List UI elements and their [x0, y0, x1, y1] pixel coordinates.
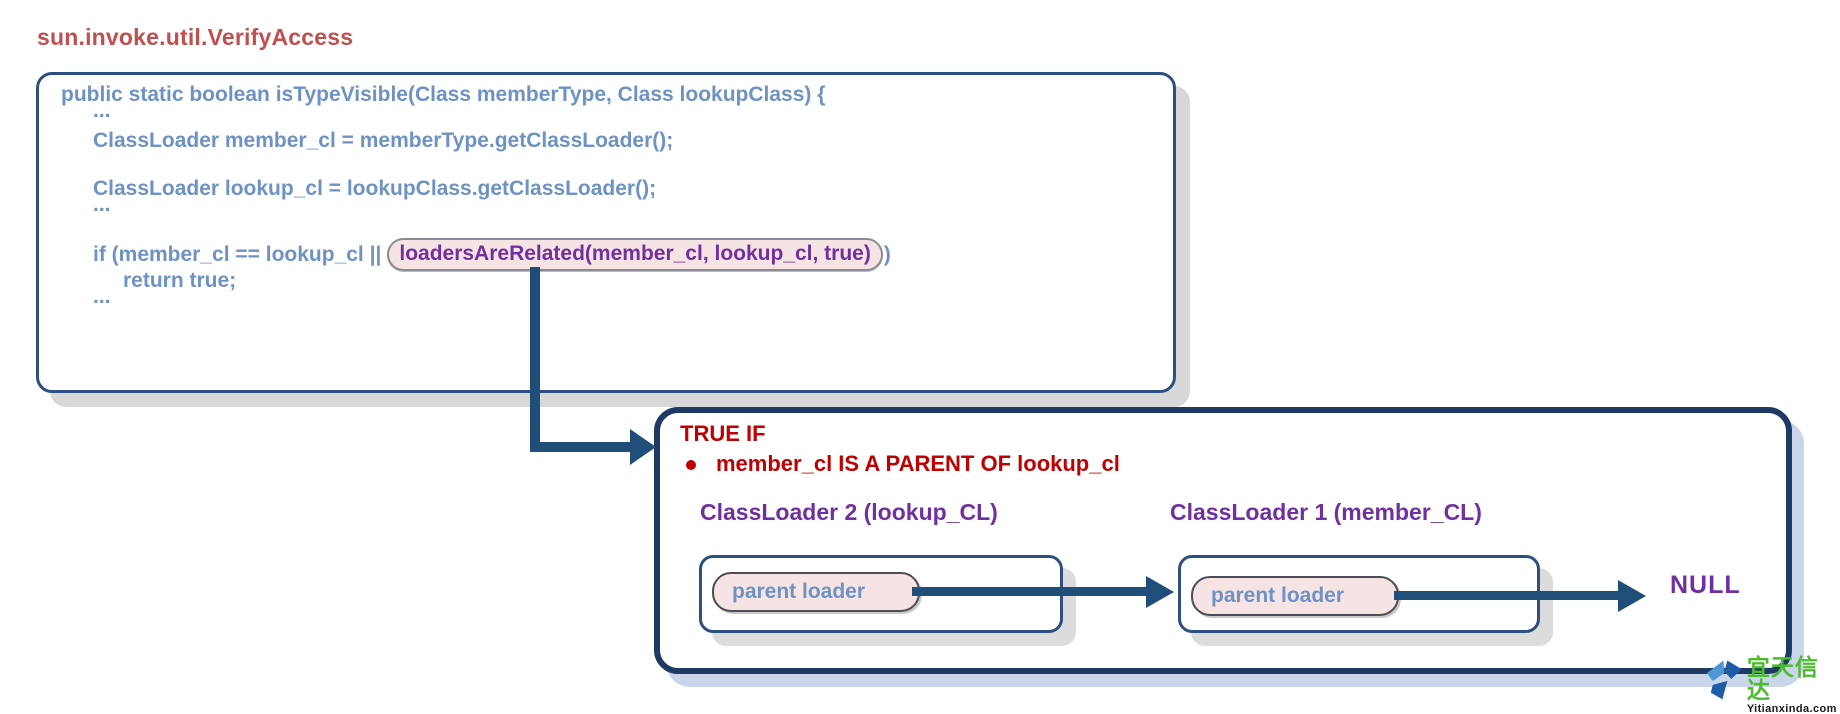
true-if-box: TRUE IF member_cl IS A PARENT OF lookup_… [654, 407, 1792, 674]
parent-arrow-a-arrowhead-icon [1146, 576, 1174, 608]
watermark-logo: 宜天信达 Yitianxinda.com [1704, 656, 1840, 714]
bullet-row: member_cl IS A PARENT OF lookup_cl [686, 451, 1120, 477]
code-line-ellipsis: ... [93, 285, 111, 308]
classloader-2-label: ClassLoader 2 (lookup_CL) [700, 499, 998, 525]
page-title: sun.invoke.util.VerifyAccess [37, 24, 354, 50]
true-if-heading: TRUE IF [680, 421, 766, 446]
connector-arrow-horizontal-segment [530, 442, 632, 452]
parent-loader-pill: parent loader [712, 572, 920, 612]
code-box: public static boolean isTypeVisible(Clas… [36, 72, 1176, 393]
parent-arrow-b-arrowhead-icon [1618, 580, 1646, 612]
loaders-are-related-highlight: loadersAreRelated(member_cl, lookup_cl, … [387, 238, 883, 271]
connector-arrow-vertical-segment [530, 267, 540, 452]
bullet-text: member_cl IS A PARENT OF lookup_cl [716, 451, 1120, 476]
connector-arrowhead-icon [630, 429, 656, 465]
parent-arrow-a-shaft [912, 587, 1150, 596]
logo-text-block: 宜天信达 Yitianxinda.com [1747, 656, 1840, 714]
code-line-if: if (member_cl == lookup_cl || loadersAre… [93, 238, 891, 271]
if-suffix: ) [883, 242, 891, 266]
parent-loader-pill: parent loader [1191, 576, 1399, 616]
code-line-lookup-cl: ClassLoader lookup_cl = lookupClass.getC… [93, 177, 657, 200]
bullet-dot [686, 460, 696, 470]
code-line-ellipsis: ... [93, 99, 111, 122]
logo-brand-text: 宜天信达 [1746, 654, 1819, 703]
code-line-ellipsis: ... [93, 193, 111, 216]
logo-domain-text: Yitianxinda.com [1746, 703, 1837, 714]
if-prefix: if (member_cl == lookup_cl || [93, 242, 382, 266]
code-line-return: return true; [123, 269, 237, 292]
yitianxinda-logo-icon [1706, 660, 1742, 700]
null-label: NULL [1670, 571, 1741, 599]
classloader-1-label: ClassLoader 1 (member_CL) [1170, 499, 1482, 525]
code-line-signature: public static boolean isTypeVisible(Clas… [61, 83, 826, 106]
code-line-member-cl: ClassLoader member_cl = memberType.getCl… [93, 129, 674, 152]
parent-arrow-b-shaft [1394, 591, 1624, 600]
